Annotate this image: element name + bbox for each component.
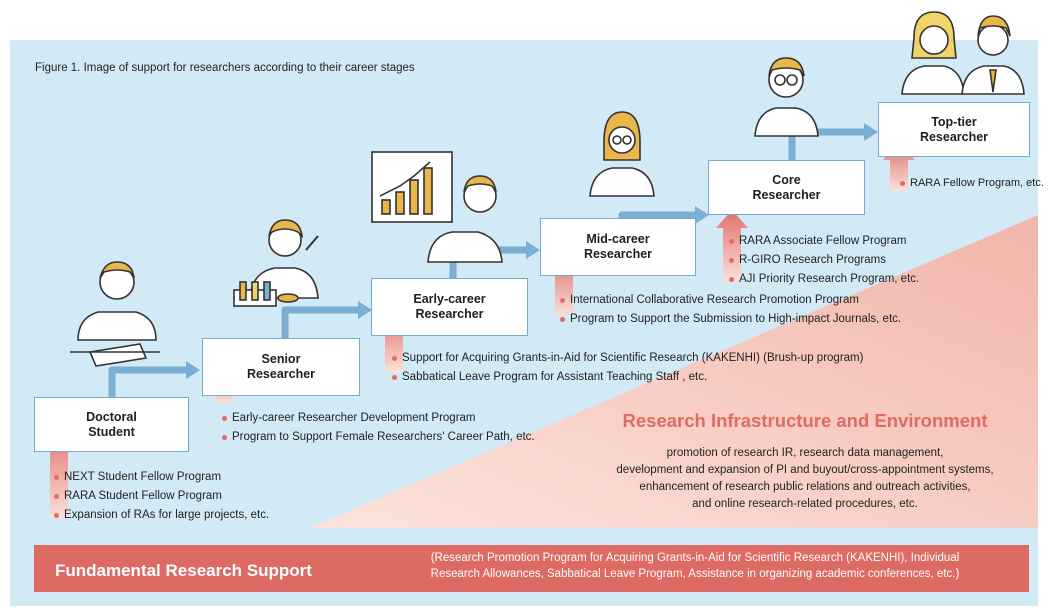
infrastructure-line: promotion of research IR, research data … [666,447,944,459]
senior-researchers-icon [901,11,1025,95]
early-career-program-list: Support for Acquiring Grants-in-Aid for … [392,349,863,387]
program-item: R-GIRO Research Programs [729,251,919,270]
stage-senior-researcher: Senior Researcher [202,338,360,396]
fundamental-line: Research Allowances, Sabbatical Leave Pr… [430,568,960,580]
infrastructure-line: development and expansion of PI and buyo… [616,464,994,476]
fundamental-support-bar [34,545,1029,592]
career-arrowheads [186,123,878,379]
career-arrow-2 [281,306,360,338]
stage-mid-career-researcher: Mid-career Researcher [540,218,696,276]
program-item: Program to Support Female Researchers' C… [222,428,535,447]
doctoral-program-list: NEXT Student Fellow Program RARA Student… [54,468,269,525]
mid-career-program-list: International Collaborative Research Pro… [560,291,901,329]
infrastructure-title: Research Infrastructure and Environment [622,410,988,431]
stage-core-researcher: Core Researcher [708,160,865,215]
program-item: RARA Fellow Program, etc. [900,174,1044,193]
infrastructure-line: enhancement of research public relations… [639,481,971,493]
figure-title: Figure 1. Image of support for researche… [35,62,415,74]
top-tier-program-list: RARA Fellow Program, etc. [900,174,1044,193]
researcher-lab-icon [233,219,319,307]
student-writing-icon [70,261,160,367]
program-item: NEXT Student Fellow Program [54,468,269,487]
stage-top-tier-researcher: Top-tier Researcher [878,102,1030,157]
stage-doctoral-student: Doctoral Student [34,397,189,452]
program-item: Program to Support the Submission to Hig… [560,310,901,329]
fundamental-line: (Research Promotion Program for Acquirin… [430,552,960,564]
up-arrow-core [716,210,748,281]
female-researcher-icon [589,111,655,197]
fundamental-support-description: (Research Promotion Program for Acquirin… [355,550,1035,582]
senior-program-list: Early-career Researcher Development Prog… [222,409,535,447]
program-item: International Collaborative Research Pro… [560,291,901,310]
career-arrow-1 [108,366,188,397]
program-item: RARA Associate Fellow Program [729,232,919,251]
program-item: Sabbatical Leave Program for Assistant T… [392,368,863,387]
stage-early-career-researcher: Early-career Researcher [371,278,528,336]
program-item: Expansion of RAs for large projects, etc… [54,506,269,525]
core-program-list: RARA Associate Fellow Program R-GIRO Res… [729,232,919,289]
male-researcher-icon [754,57,819,137]
program-item: Early-career Researcher Development Prog… [222,409,535,428]
fundamental-support-title: Fundamental Research Support [55,561,312,580]
infrastructure-line: and online research-related procedures, … [692,498,918,510]
program-item: RARA Student Fellow Program [54,487,269,506]
researcher-chart-icon [371,151,503,263]
program-item: Support for Acquiring Grants-in-Aid for … [392,349,863,368]
infrastructure-description: promotion of research IR, research data … [555,445,1049,513]
program-item: AJI Priority Research Program, etc. [729,270,919,289]
